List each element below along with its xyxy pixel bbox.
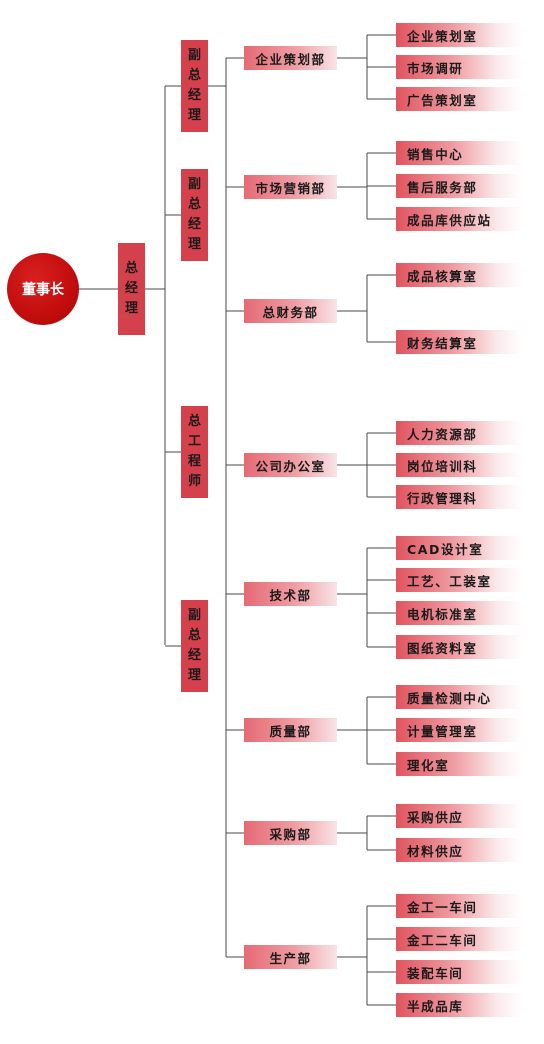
unit-node: 售后服务部 — [396, 174, 522, 198]
unit-node: 材料供应 — [396, 838, 522, 862]
ceo-node: 董事长 — [7, 253, 79, 325]
unit-node: 财务结算室 — [396, 330, 522, 354]
unit-node: 计量管理室 — [396, 718, 522, 742]
unit-node: 电机标准室 — [396, 601, 522, 625]
unit-node: 销售中心 — [396, 141, 522, 165]
unit-node: CAD设计室 — [396, 536, 522, 560]
unit-node: 企业策划室 — [396, 23, 522, 47]
unit-node: 市场调研 — [396, 55, 522, 79]
department-node: 技术部 — [244, 582, 337, 606]
department-node: 市场营销部 — [244, 175, 337, 199]
general-manager-node: 总经理 — [118, 243, 145, 335]
executive-node: 副总经理 — [181, 169, 208, 261]
unit-node: 广告策划室 — [396, 87, 522, 111]
executive-node: 总工程师 — [181, 406, 208, 498]
department-node: 采购部 — [244, 821, 337, 845]
department-node: 总财务部 — [244, 299, 337, 323]
unit-node: 金工二车间 — [396, 927, 522, 951]
unit-node: 人力资源部 — [396, 421, 522, 445]
unit-node: 质量检测中心 — [396, 685, 522, 709]
unit-node: 装配车间 — [396, 960, 522, 984]
unit-node: 金工一车间 — [396, 894, 522, 918]
unit-node: 成品库供应站 — [396, 207, 522, 231]
executive-node: 副总经理 — [181, 600, 208, 692]
executive-node: 副总经理 — [181, 40, 208, 132]
department-node: 质量部 — [244, 718, 337, 742]
department-node: 公司办公室 — [244, 453, 337, 477]
unit-node: 理化室 — [396, 752, 522, 776]
unit-node: 图纸资料室 — [396, 635, 522, 659]
department-node: 企业策划部 — [244, 46, 337, 70]
unit-node: 工艺、工装室 — [396, 568, 522, 592]
department-node: 生产部 — [244, 945, 337, 969]
unit-node: 成品核算室 — [396, 263, 522, 287]
unit-node: 行政管理科 — [396, 485, 522, 509]
unit-node: 岗位培训科 — [396, 453, 522, 477]
unit-node: 半成品库 — [396, 993, 522, 1017]
unit-node: 采购供应 — [396, 804, 522, 828]
